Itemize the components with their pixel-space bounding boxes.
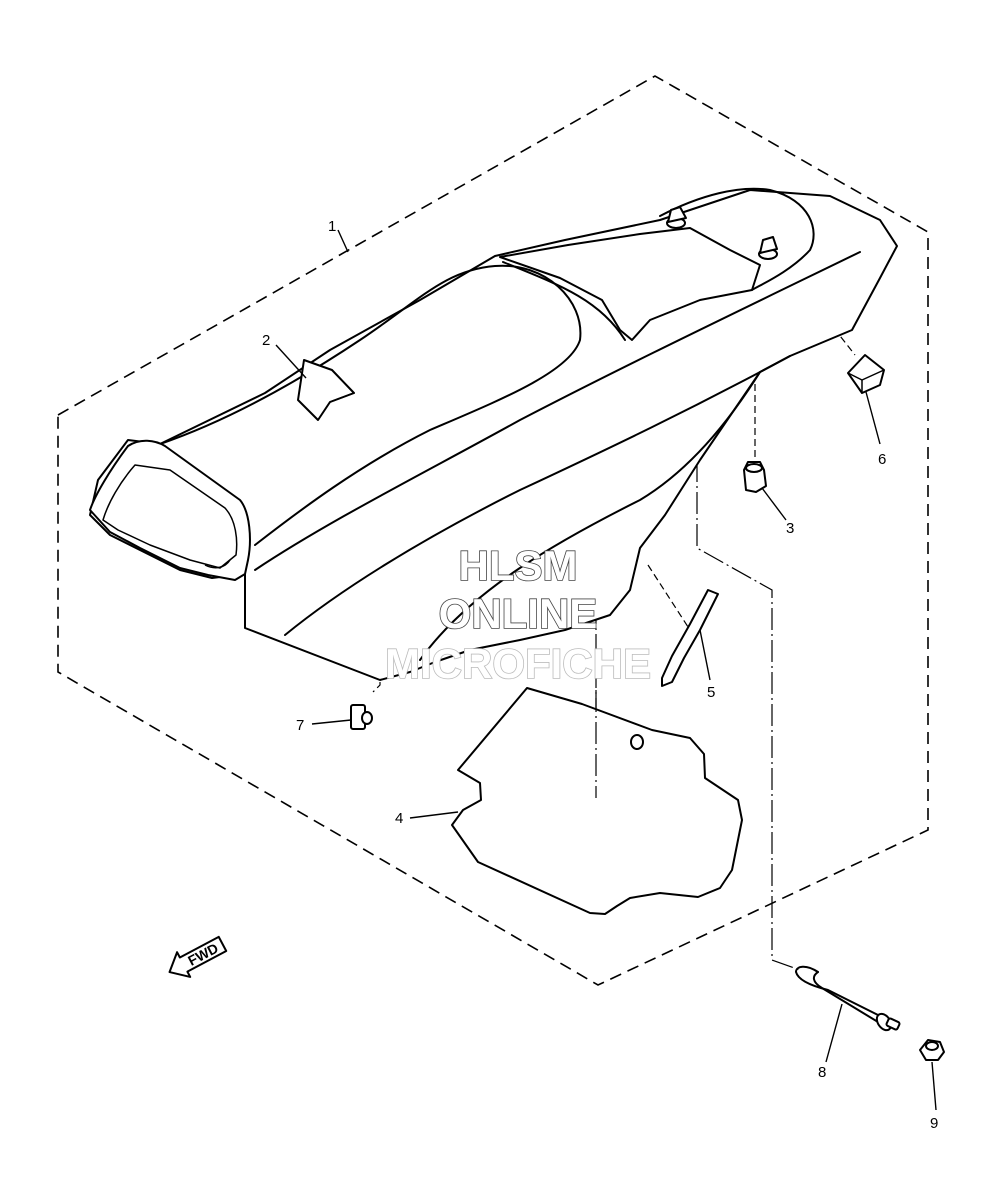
guide-line-8 [696,428,801,971]
callout-9: 9 [930,1115,938,1132]
leader-9 [931,1061,937,1111]
callout-4: 4 [395,810,403,827]
callout-7: 7 [296,717,304,734]
leader-1 [337,229,349,253]
grommet-nut [919,1039,945,1061]
seat-clip [350,704,373,730]
callout-1: 1 [328,218,336,235]
fwd-arrow-icon: FWD [168,935,228,978]
callout-5: 5 [707,684,715,701]
callout-6: 6 [878,451,886,468]
callout-3: 3 [786,520,794,537]
seat-knob-right [758,236,778,260]
leader-2 [275,344,307,379]
seat-base-plate [451,687,743,915]
cushion-damper [743,461,767,493]
assembly-boundary [57,75,929,986]
leader-7 [311,719,352,725]
callout-8: 8 [818,1064,826,1081]
watermark-line-3: MICROFICHE [385,640,651,687]
callout-2: 2 [262,332,270,349]
leader-8 [825,1003,843,1063]
seat-label-emblem [297,359,355,421]
seat-lock-rod [795,965,901,1032]
seal-strip [661,589,719,687]
leader-3 [761,487,787,521]
damper-pad [847,354,885,394]
watermark-line-2: ONLINE [439,590,598,637]
watermark: HLSM ONLINE MICROFICHE [384,541,652,688]
seat-body [89,187,898,681]
seat-knob-left [666,206,687,229]
leader-5 [699,629,711,681]
guide-line-5 [647,564,691,631]
leader-6 [865,391,881,445]
base-plate-hole [630,734,644,750]
leader-4 [409,811,459,819]
watermark-line-1: HLSM [459,542,578,589]
